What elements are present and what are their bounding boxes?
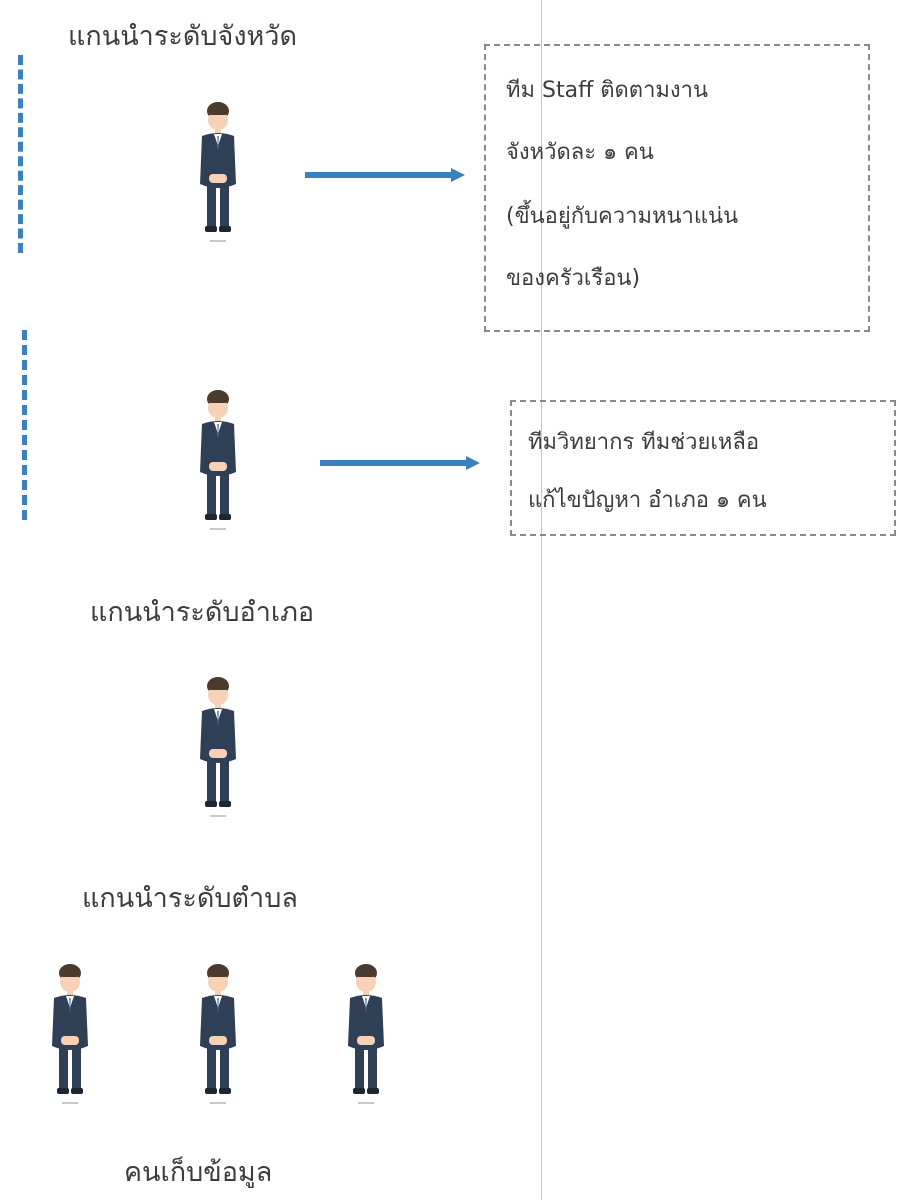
page-divider — [541, 0, 542, 1200]
person-icon-collector — [196, 962, 240, 1106]
side-dashed-marker-district — [22, 330, 27, 520]
person-icon-collector — [48, 962, 92, 1106]
note-line: ทีม Staff ติดตามงาน — [506, 78, 709, 103]
arrow-district-to-team — [320, 456, 480, 470]
person-icon-subdistrict — [196, 675, 240, 819]
note-line: ทีมวิทยากร ทีมช่วยเหลือ — [528, 430, 760, 455]
note-line: (ขึ้นอยู่กับความหนาแน่น — [506, 204, 739, 229]
person-icon-province — [196, 100, 240, 244]
note-line: ของครัวเรือน) — [506, 266, 641, 291]
person-icon-district — [196, 388, 240, 532]
note-line: จังหวัดละ ๑ คน — [506, 140, 654, 165]
level-label-district: แกนนำระดับอำเภอ — [90, 597, 315, 628]
level-label-collectors: คนเก็บข้อมูล — [124, 1157, 273, 1188]
arrow-province-to-staff — [305, 168, 465, 182]
side-dashed-marker-province — [18, 55, 23, 253]
note-box-province-staff: ทีม Staff ติดตามงาน จังหวัดละ ๑ คน (ขึ้น… — [484, 44, 870, 332]
note-line: แก้ไขปัญหา อำเภอ ๑ คน — [528, 488, 767, 513]
level-label-province: แกนนำระดับจังหวัด — [68, 21, 297, 52]
level-label-subdistrict: แกนนำระดับตำบล — [82, 883, 298, 914]
note-box-district-team: ทีมวิทยากร ทีมช่วยเหลือ แก้ไขปัญหา อำเภอ… — [510, 400, 896, 536]
person-icon-collector — [344, 962, 388, 1106]
